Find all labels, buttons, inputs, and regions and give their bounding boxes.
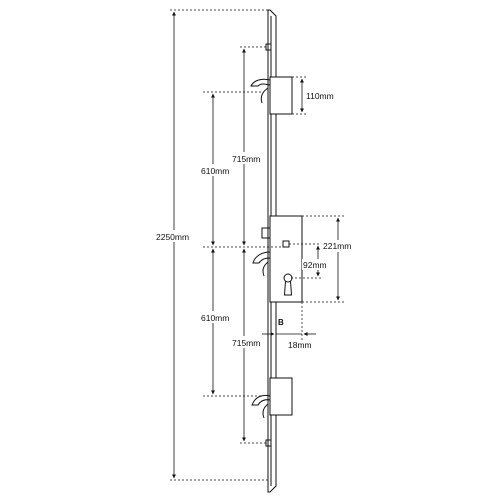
extension-lines (170, 9, 346, 481)
label-715-lower: 715mm (232, 338, 260, 348)
label-18: 18mm (288, 340, 312, 350)
dimension-labels: 2250mm 715mm 610mm 610mm 715mm 110mm 221… (153, 91, 351, 350)
centre-hook-bolt (252, 251, 271, 277)
label-715-upper: 715mm (232, 154, 260, 164)
lower-hook-bolt (251, 394, 271, 419)
lower-cam-block (269, 377, 293, 416)
label-221: 221mm (323, 241, 351, 251)
backset-marker: B (275, 306, 287, 330)
label-92: 92mm (303, 260, 327, 270)
upper-cam-block (269, 76, 293, 115)
label-610-upper: 610mm (201, 166, 229, 176)
lock-case (269, 215, 303, 303)
upper-hook-bolt (250, 78, 271, 104)
label-overall-height: 2250mm (156, 232, 189, 242)
label-110: 110mm (306, 91, 334, 101)
latch-tongue (261, 227, 271, 239)
backset-label: B (278, 318, 284, 327)
dimension-lines (172, 11, 340, 479)
label-610-lower: 610mm (201, 313, 229, 323)
